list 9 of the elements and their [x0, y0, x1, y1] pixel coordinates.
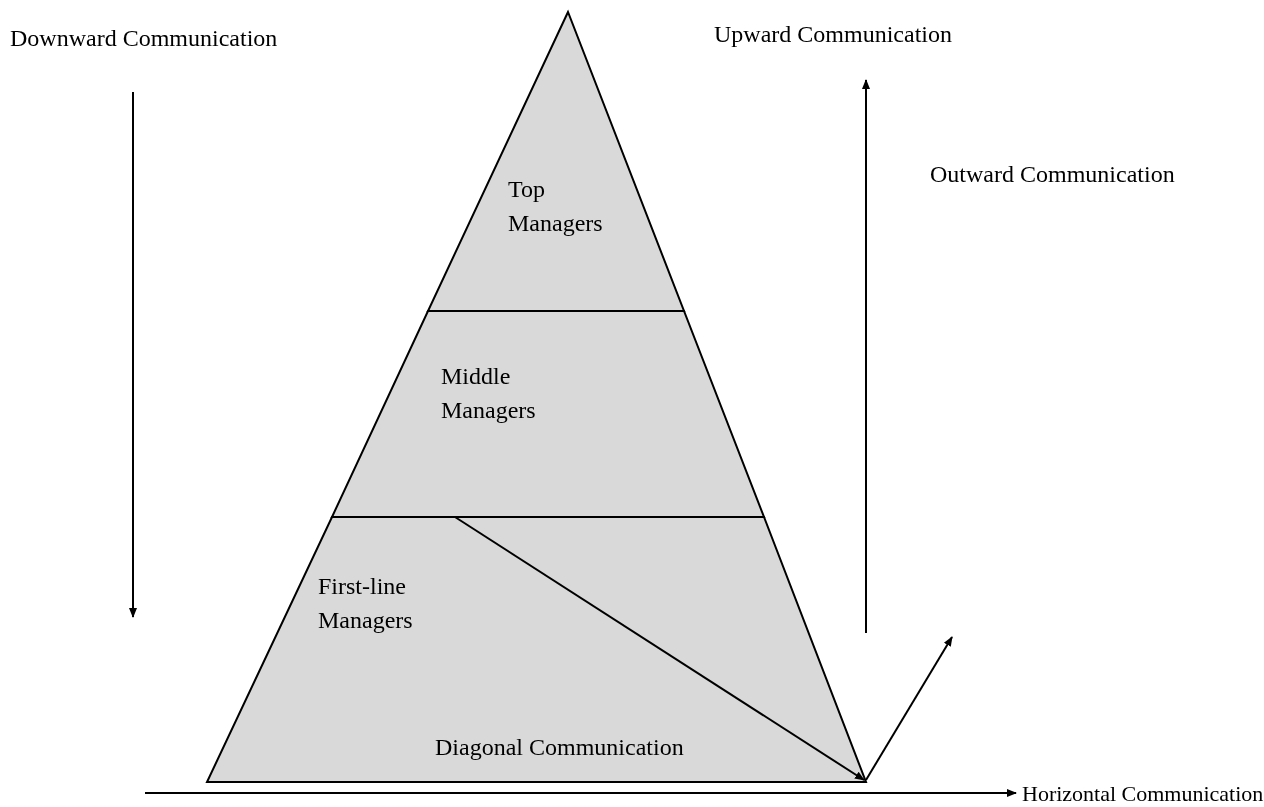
tier-label: Middle Managers: [441, 362, 537, 425]
direction-label: Horizontal Communication: [1022, 780, 1264, 807]
direction-label: Downward Communication: [10, 24, 278, 52]
direction-label: Diagonal Communication: [435, 733, 684, 761]
tier-label: Top Managers: [508, 175, 604, 238]
arrow: [454, 516, 865, 781]
direction-label: Upward Communication: [714, 20, 952, 48]
tier-label: First-line Managers: [318, 572, 414, 635]
direction-label: Outward Communication: [930, 160, 1175, 188]
